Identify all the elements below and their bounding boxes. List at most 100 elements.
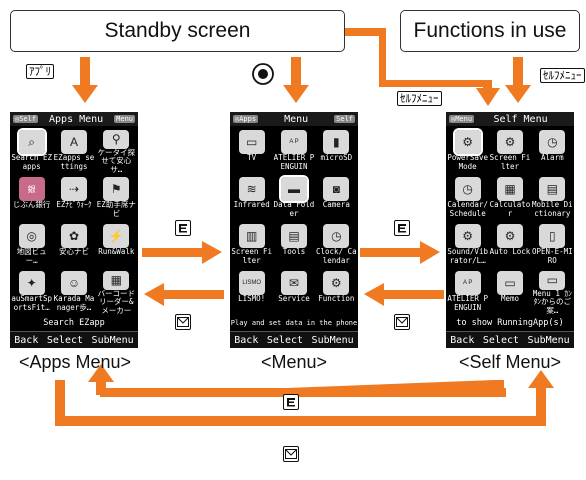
submenu-softkey[interactable]: SubMenu xyxy=(527,334,570,346)
grid-item[interactable]: ▤Tools xyxy=(273,222,314,268)
grid-item[interactable]: ✿安心ナビ xyxy=(53,222,94,268)
grid-item[interactable]: ▬Data Folder xyxy=(273,175,314,221)
run-walk-icon: ⚡ xyxy=(103,224,130,248)
header-right-tag[interactable]: Menu xyxy=(114,115,135,123)
menu-icon: ▭ xyxy=(539,271,566,290)
self-menu-key-label-b: ｾﾙﾌﾒﾆｭｰ xyxy=(540,68,585,83)
grid-item[interactable]: ⚡Run&Walk xyxy=(96,222,137,268)
grid-item[interactable]: ⚙Screen Filter xyxy=(489,128,530,174)
grid-item[interactable]: ⚙Auto Lock xyxy=(489,222,530,268)
info-line: to show RunningApp(s) xyxy=(456,318,564,328)
function-icon: ⚙ xyxy=(496,224,523,248)
grid-item[interactable]: ✉Service xyxy=(273,269,314,315)
walk-navi-icon: ⇢ xyxy=(60,177,87,201)
back-softkey[interactable]: Back xyxy=(234,334,259,346)
grid-item[interactable]: ≋Infrared xyxy=(231,175,272,221)
grid-item[interactable]: ⇢EZﾅﾋﾞｳｫｰｸ xyxy=(53,175,94,221)
map-icon: ◎ xyxy=(18,224,45,248)
tools-icon: ▤ xyxy=(280,224,307,248)
locator-icon: ⚲ xyxy=(103,130,130,149)
grid-item[interactable]: ⚙Sound/Vibrator/L… xyxy=(447,222,488,268)
tv-icon: ▭ xyxy=(238,130,265,154)
settings-icon: A xyxy=(60,130,87,154)
softkey-bar: Back Select SubMenu xyxy=(230,331,358,348)
select-softkey[interactable]: Select xyxy=(46,334,84,346)
standby-screen-box: Standby screen xyxy=(10,10,345,52)
header-left-tag[interactable]: ◎Menu xyxy=(449,115,475,123)
self-menu-screen: ◎Menu Self Menu ⚙PowerSave Mode ⚙Screen … xyxy=(446,112,574,348)
screen-header: ◎Apps Menu Self xyxy=(230,112,358,126)
grid-item[interactable]: ▤Mobile Dictionary xyxy=(532,175,573,221)
ez-key-icon xyxy=(175,220,191,236)
dictionary-icon: ▤ xyxy=(539,177,566,201)
submenu-softkey[interactable]: SubMenu xyxy=(91,334,134,346)
header-left-tag[interactable]: ◎Self xyxy=(13,115,39,123)
softkey-bar: Back Select SubMenu xyxy=(10,331,138,348)
mail-key-icon xyxy=(394,314,410,330)
bank-icon: 銀 xyxy=(18,177,45,201)
back-softkey[interactable]: Back xyxy=(14,334,39,346)
grid-item[interactable]: ▮microSD xyxy=(316,128,357,174)
grid-item[interactable]: ⌕Search EZ apps xyxy=(11,128,52,174)
grid-item[interactable]: ⚙PowerSave Mode xyxy=(447,128,488,174)
sports-icon: ✦ xyxy=(18,271,45,295)
grid-item[interactable]: ◷Alarm xyxy=(532,128,573,174)
grid-item[interactable]: ◷Calendar/ Schedule xyxy=(447,175,488,221)
clock-icon: ◷ xyxy=(323,224,350,248)
screen-header: ◎Menu Self Menu xyxy=(446,112,574,126)
self-menu-caption: <Self Menu> xyxy=(458,352,562,372)
mail-key-icon xyxy=(175,314,191,330)
softkey-bar: Back Select SubMenu xyxy=(446,331,574,348)
menu-caption: <Menu> xyxy=(260,352,328,372)
select-softkey[interactable]: Select xyxy=(482,334,520,346)
ez-key-icon xyxy=(283,394,299,410)
grid-item[interactable]: ▭Menu 1 ｶﾝﾀﾝからのご案… xyxy=(532,269,573,315)
submenu-softkey[interactable]: SubMenu xyxy=(311,334,354,346)
function-icon: ⚙ xyxy=(323,271,350,295)
microsd-icon: ▮ xyxy=(323,130,350,154)
infrared-icon: ≋ xyxy=(238,177,265,201)
center-key-icon xyxy=(252,63,274,85)
header-left-tag[interactable]: ◎Apps xyxy=(233,115,259,123)
alarm-icon: ◷ xyxy=(539,130,566,154)
grid-item[interactable]: ⚲ケータイ探せて安心サ… xyxy=(96,128,137,174)
screen-title: Menu xyxy=(284,113,309,125)
function-icon: ⚙ xyxy=(496,130,523,154)
grid-item[interactable]: ▯OPEN-E-MIRO xyxy=(532,222,573,268)
barcode-icon: ▦ xyxy=(103,271,130,290)
grid-item[interactable]: ☺Karada Manager歩… xyxy=(53,269,94,315)
grid-item[interactable]: ▭Memo xyxy=(489,269,530,315)
grid-item[interactable]: ▦Calculator xyxy=(489,175,530,221)
service-icon: ✉ xyxy=(280,271,307,295)
back-softkey[interactable]: Back xyxy=(450,334,475,346)
grid-item[interactable]: ▦バーコードリーダー&メーカー xyxy=(96,269,137,315)
body-manager-icon: ☺ xyxy=(60,271,87,295)
grid-item[interactable]: ◙Camera xyxy=(316,175,357,221)
search-icon: ⌕ xyxy=(16,128,47,156)
grid-item[interactable]: ✦auSmartSportsFit… xyxy=(11,269,52,315)
select-softkey[interactable]: Select xyxy=(266,334,304,346)
grid-item[interactable]: ⚑EZ助手席ナビ xyxy=(96,175,137,221)
ez-key-icon xyxy=(394,220,410,236)
mail-key-icon xyxy=(283,446,299,462)
calculator-icon: ▦ xyxy=(496,177,523,201)
grid-item[interactable]: 銀じぶん銀行 xyxy=(11,175,52,221)
grid-item[interactable]: ▥Screen Filter xyxy=(231,222,272,268)
grid-item[interactable]: ⚙Function xyxy=(316,269,357,315)
safety-navi-icon: ✿ xyxy=(60,224,87,248)
grid-item[interactable]: ▭TV xyxy=(231,128,272,174)
header-right-tag[interactable]: Self xyxy=(334,115,355,123)
phone-open-icon: ▯ xyxy=(539,224,566,248)
grid-item[interactable]: ◷Clock/ Calendar xyxy=(316,222,357,268)
atelier-penguin-icon: A P xyxy=(454,271,481,295)
grid-item[interactable]: ◎地図ビュー… xyxy=(11,222,52,268)
screen-filter-icon: ▥ xyxy=(238,224,265,248)
